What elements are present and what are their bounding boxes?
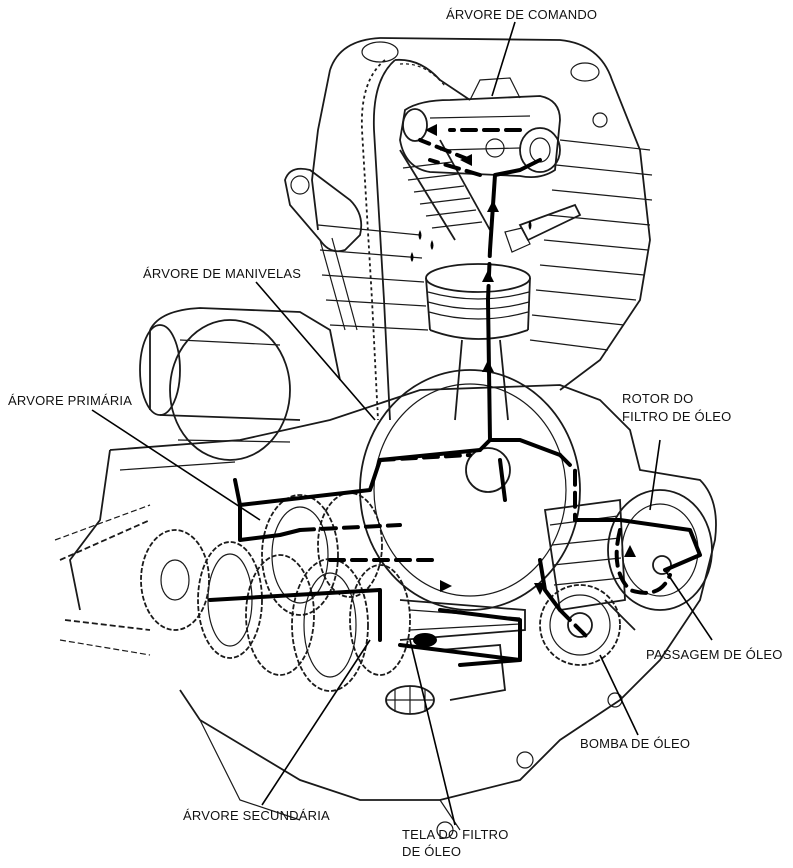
cylinder-head [311, 37, 653, 391]
oil-pump [539, 584, 636, 666]
valve-spring [399, 139, 582, 253]
engine-drawing [54, 37, 717, 839]
oil-flow-path [208, 124, 702, 667]
cam-chain [360, 58, 471, 421]
label-filter-rotor-1: ROTOR DO [622, 391, 693, 406]
crank-flywheel [359, 369, 581, 611]
camshaft-assembly [399, 77, 561, 179]
chain-tensioner [284, 167, 363, 331]
label-camshaft: ÁRVORE DE COMANDO [446, 7, 597, 22]
leader-filter-screen [409, 639, 456, 826]
label-filter-screen-1: TELA DO FILTRO [402, 827, 509, 842]
leader-oil-pump [599, 654, 639, 736]
leader-secondary-shaft [261, 639, 371, 806]
lower-oil-parts [385, 633, 506, 715]
leader-lines [91, 21, 713, 826]
piston [425, 263, 531, 421]
label-secondary-shaft: ÁRVORE SECUNDÁRIA [183, 808, 330, 823]
label-oil-passage: PASSAGEM DE ÓLEO [646, 647, 783, 662]
label-filter-rotor-2: FILTRO DE ÓLEO [622, 409, 731, 424]
label-filter-screen-2: DE ÓLEO [402, 844, 461, 859]
leader-primary-shaft [91, 409, 261, 521]
crankcase [69, 384, 717, 839]
drive-sprocket [54, 504, 210, 656]
leader-crankshaft [255, 281, 376, 421]
label-oil-pump: BOMBA DE ÓLEO [580, 736, 690, 751]
leader-camshaft [491, 21, 516, 97]
label-crankshaft: ÁRVORE DE MANIVELAS [143, 266, 301, 281]
starter-motor [139, 307, 341, 461]
leader-oil-passage [664, 569, 713, 641]
leader-filter-rotor [649, 439, 661, 511]
label-primary-shaft: ÁRVORE PRIMÁRIA [8, 393, 132, 408]
filter-rotor-housing [543, 489, 713, 612]
labels: ÁRVORE DE COMANDO ÁRVORE DE MANIVELAS ÁR… [8, 7, 783, 859]
